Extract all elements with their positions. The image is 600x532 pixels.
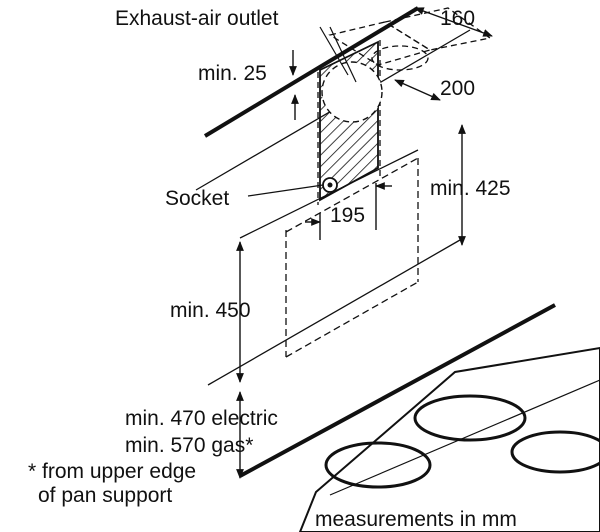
min-470-electric-label: min. 470 electric	[125, 407, 278, 430]
min-570-gas-label: min. 570 gas*	[125, 434, 253, 457]
min-25-label: min. 25	[198, 62, 267, 85]
leader-lines	[247, 26, 357, 197]
hob-burner-2	[324, 441, 432, 489]
ceiling-line	[203, 6, 420, 138]
min-450-label: min. 450	[170, 299, 251, 322]
chimney-outline	[317, 40, 381, 205]
dim-min-25-marker	[289, 50, 299, 120]
dim-195-marker	[305, 182, 392, 240]
hob-burner-3	[510, 430, 600, 474]
units-note: measurements in mm	[315, 508, 517, 531]
min-425-label: min. 425	[430, 177, 511, 200]
hood-outline	[285, 157, 419, 358]
hob-surface	[298, 346, 600, 532]
cabinet-bottom-line	[239, 149, 419, 239]
dim-160-marker	[414, 7, 493, 37]
dim-195-label: 195	[330, 204, 365, 227]
footnote-line-1: * from upper edge	[28, 460, 196, 483]
socket-label: Socket	[165, 187, 229, 210]
worktop-edge	[239, 303, 556, 478]
dim-200-label: 200	[440, 77, 475, 100]
dim-200-marker	[394, 79, 441, 101]
worktop-line	[207, 239, 461, 386]
exhaust-outlet-circle	[321, 61, 383, 123]
hob-burner-1	[413, 394, 527, 442]
footnote-line-2: of pan support	[38, 484, 172, 507]
exhaust-outlet-label: Exhaust-air outlet	[115, 7, 279, 30]
socket-symbol	[322, 177, 338, 193]
dim-160-label: 160	[440, 7, 475, 30]
